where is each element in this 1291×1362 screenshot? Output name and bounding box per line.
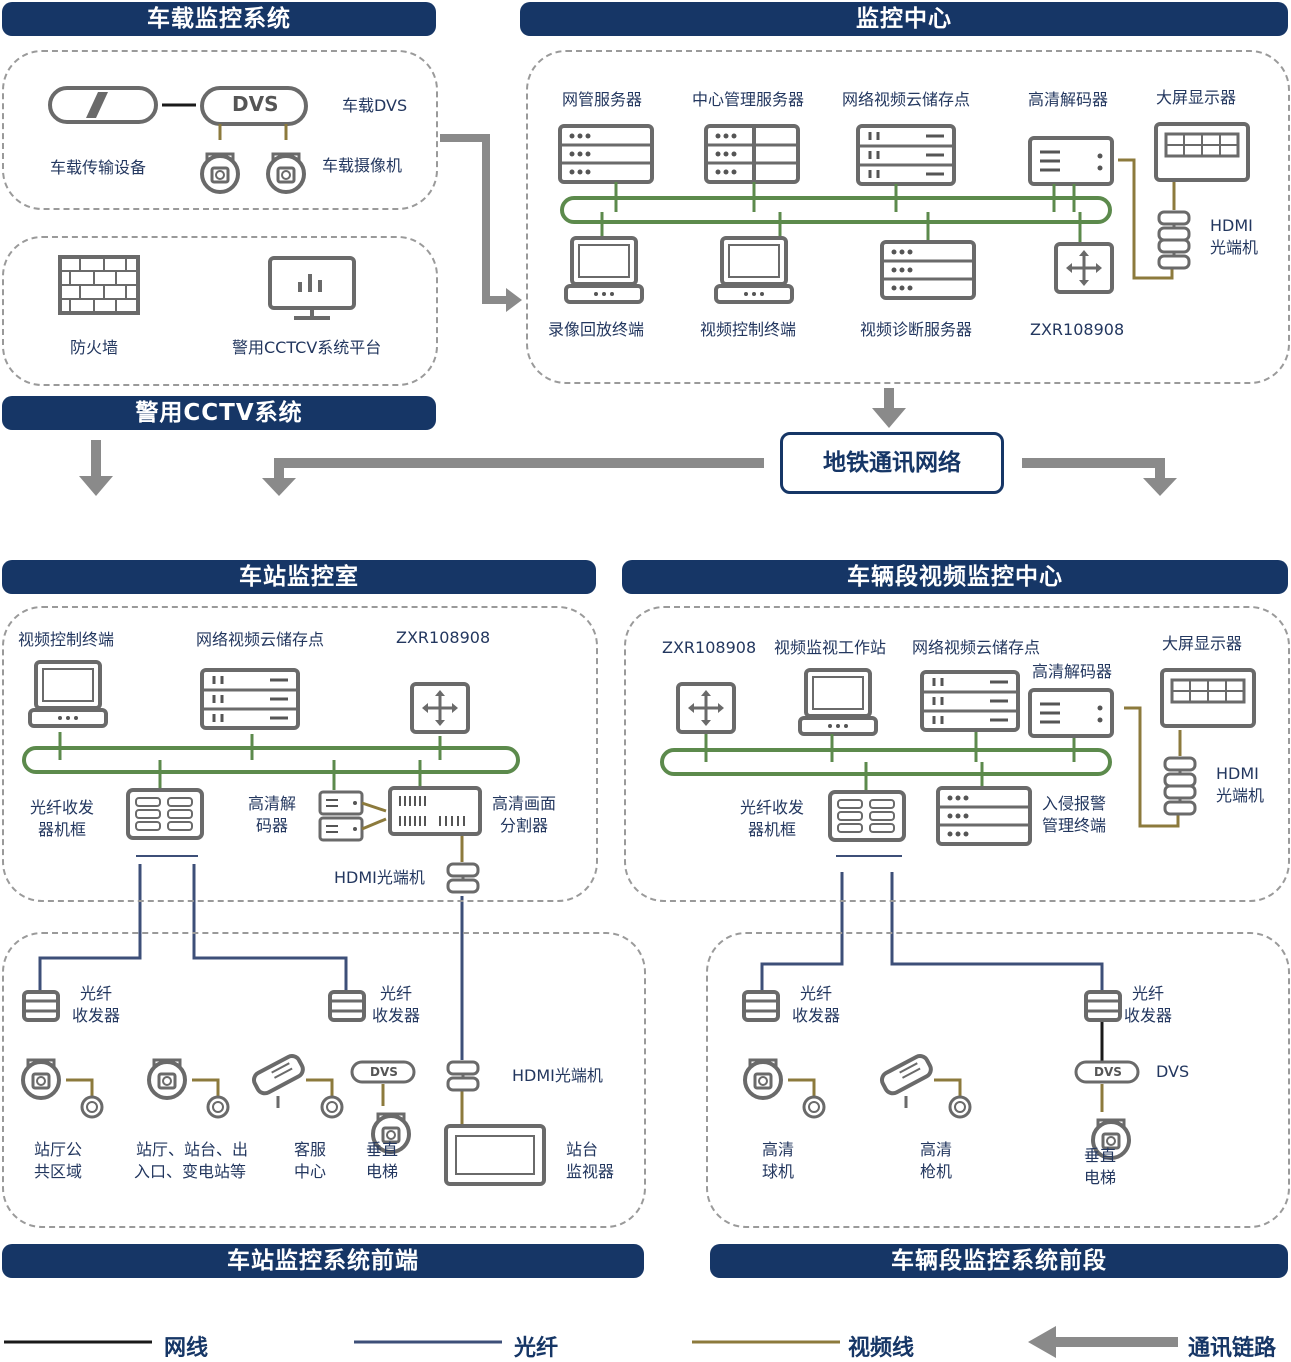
firewall-label: 防火墙 <box>70 338 119 357</box>
station-platform-monitor-icon <box>444 1124 546 1186</box>
depot-center-panel <box>624 606 1290 902</box>
sf-platform-label-1: 站厅、站台、出 <box>136 1140 249 1159</box>
station-room-title: 车站监控室 <box>2 560 596 594</box>
nms-server-label: 网管服务器 <box>562 90 643 109</box>
hdmi-label-2: 光端机 <box>1210 238 1259 257</box>
depot-frame-label-2: 器机框 <box>748 820 797 839</box>
df-elevator-label-2: 电梯 <box>1084 1168 1117 1187</box>
monitor-platform-icon <box>268 256 356 320</box>
vehicle-camera-label: 车载摄像机 <box>322 156 403 175</box>
legend-fiber-label: 光纤 <box>514 1336 559 1361</box>
df-elevator-label-1: 垂直 <box>1084 1146 1117 1165</box>
dvs-box-label: DVS <box>232 92 279 116</box>
station-decoder-label-2: 码器 <box>256 816 289 835</box>
depot-workstation-label: 视频监视工作站 <box>774 638 887 657</box>
station-decoder-label-1: 高清解 <box>248 794 297 813</box>
network-ring <box>560 196 1112 224</box>
sf-service-label-1: 客服 <box>294 1140 327 1159</box>
sf-dvs-label: DVS <box>370 1065 398 1079</box>
df-dvs-box-label: DVS <box>1094 1065 1122 1079</box>
sf-monitor-label-1: 站台 <box>566 1140 599 1159</box>
vehicle-panel <box>2 50 438 210</box>
station-storage-label: 网络视频云储存点 <box>196 630 325 649</box>
vehicle-transmission-label: 车载传输设备 <box>50 158 147 177</box>
depot-front-panel <box>706 932 1290 1228</box>
sf-hall-label-1: 站厅公 <box>34 1140 83 1159</box>
police-cctv-title: 警用CCTV系统 <box>2 396 436 430</box>
station-splitter-label-1: 高清画面 <box>492 794 557 813</box>
depot-hdmi-label-1: HDMI <box>1216 764 1259 783</box>
df-fiber-b-label-2: 收发器 <box>1124 1006 1173 1025</box>
station-frame-label-1: 光纤收发 <box>30 798 95 817</box>
metro-network-box: 地铁通讯网络 <box>780 432 1004 494</box>
monitoring-center-title: 监控中心 <box>520 2 1288 36</box>
df-gun-label-1: 高清 <box>920 1140 953 1159</box>
sf-fiber-label-1: 光纤 <box>80 984 113 1003</box>
station-splitter-label-2: 分割器 <box>500 816 549 835</box>
legend-network-label: 网线 <box>164 1336 209 1361</box>
video-ctrl-label: 视频控制终端 <box>700 320 797 339</box>
mgmt-server-label: 中心管理服务器 <box>692 90 805 109</box>
sf-fiber-label-2: 收发器 <box>72 1006 121 1025</box>
switch-label: ZXR108908 <box>1030 320 1125 339</box>
df-fiber-label-1: 光纤 <box>800 984 833 1003</box>
df-fiber-b-label-1: 光纤 <box>1132 984 1165 1003</box>
firewall-icon <box>58 255 140 315</box>
playback-label: 录像回放终端 <box>548 320 645 339</box>
depot-front-title: 车辆段监控系统前段 <box>710 1244 1288 1278</box>
df-gun-label-2: 枪机 <box>920 1162 953 1181</box>
sf-hall-label-2: 共区域 <box>34 1162 83 1181</box>
legend-video-label: 视频线 <box>848 1336 915 1361</box>
sf-platform-label-2: 入口、变电站等 <box>134 1162 247 1181</box>
sf-monitor-label-2: 监视器 <box>566 1162 615 1181</box>
depot-intrusion-label-2: 管理终端 <box>1042 816 1107 835</box>
depot-screen-label: 大屏显示器 <box>1162 634 1243 653</box>
legend-comm-arrow <box>1028 1326 1178 1358</box>
sf-fiber-b-label-1: 光纤 <box>380 984 413 1003</box>
df-fiber-label-2: 收发器 <box>792 1006 841 1025</box>
station-room-panel <box>2 606 598 902</box>
dvs-box-icon <box>200 86 308 126</box>
sf-service-label-2: 中心 <box>294 1162 327 1181</box>
vehicle-dvs-label: 车载DVS <box>342 96 408 115</box>
df-dvs-label: DVS <box>1156 1062 1190 1081</box>
platform-label: 警用CCTCV系统平台 <box>232 338 382 357</box>
df-dome-label-1: 高清 <box>762 1140 795 1159</box>
sf-hdmi-label: HDMI光端机 <box>512 1066 603 1085</box>
comm-arrows <box>79 134 1177 496</box>
station-splitter-icon <box>388 786 482 836</box>
vehicle-transmission-icon <box>48 86 158 124</box>
big-screen-label: 大屏显示器 <box>1156 88 1237 107</box>
depot-storage-label: 网络视频云储存点 <box>912 638 1041 657</box>
police-panel <box>2 236 438 386</box>
legend-comm-label: 通讯链路 <box>1188 1336 1277 1361</box>
center-panel <box>526 50 1290 384</box>
diag-server-label: 视频诊断服务器 <box>860 320 973 339</box>
station-video-ctrl-label: 视频控制终端 <box>18 630 115 649</box>
station-frame-label-2: 器机框 <box>38 820 87 839</box>
hd-decoder-label: 高清解码器 <box>1028 90 1109 109</box>
depot-hdmi-label-2: 光端机 <box>1216 786 1265 805</box>
station-front-panel <box>2 932 646 1228</box>
sf-fiber-b-label-2: 收发器 <box>372 1006 421 1025</box>
sf-elevator-label-2: 电梯 <box>366 1162 399 1181</box>
station-switch-label: ZXR108908 <box>396 628 491 647</box>
vehicle-monitoring-title: 车载监控系统 <box>2 2 436 36</box>
depot-switch-label: ZXR108908 <box>662 638 757 657</box>
depot-decoder-label: 高清解码器 <box>1032 662 1113 681</box>
depot-center-title: 车辆段视频监控中心 <box>622 560 1288 594</box>
depot-frame-label-1: 光纤收发 <box>740 798 805 817</box>
depot-intrusion-label-1: 入侵报警 <box>1042 794 1107 813</box>
sf-elevator-label-1: 垂直 <box>366 1140 399 1159</box>
df-dome-label-2: 球机 <box>762 1162 795 1181</box>
station-hdmi-label: HDMI光端机 <box>334 868 425 887</box>
cloud-storage-label: 网络视频云储存点 <box>842 90 971 109</box>
hdmi-label: HDMI <box>1210 216 1253 235</box>
station-front-title: 车站监控系统前端 <box>2 1244 644 1278</box>
